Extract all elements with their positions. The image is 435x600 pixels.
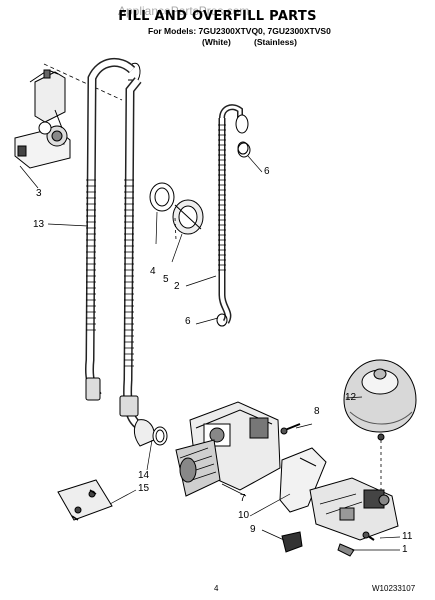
callout-7: 7 <box>240 493 246 504</box>
callout-2: 2 <box>174 281 180 292</box>
part-10-cover <box>279 447 327 513</box>
variant-white: (White) <box>202 37 231 47</box>
part-1-float-switch-bracket <box>309 477 399 541</box>
callout-10: 10 <box>238 510 250 521</box>
variant-stainless: (Stainless) <box>254 37 297 47</box>
callout-11: 11 <box>402 531 413 542</box>
models-line: For Models: 7GU2300XTVQ0, 7GU2300XTVS0 <box>148 26 331 36</box>
part-14-hose-elbow <box>119 77 168 447</box>
callout-6-upper: 6 <box>264 166 270 177</box>
callout-15: 15 <box>138 483 150 494</box>
page-number: 4 <box>214 584 219 593</box>
part-15-plate <box>57 479 113 521</box>
page-title: FILL AND OVERFILL PARTS <box>118 9 317 24</box>
callout-12: 12 <box>345 392 357 403</box>
part-11-screw <box>362 531 375 541</box>
part-3-bracket <box>14 69 71 169</box>
part-4-gasket <box>149 182 175 212</box>
part-7-air-gap-assembly <box>175 401 281 497</box>
callout-9: 9 <box>250 524 256 535</box>
callout-8: 8 <box>314 406 320 417</box>
callout-13: 13 <box>33 219 45 230</box>
callout-3: 3 <box>36 188 42 199</box>
part-13-fill-hose <box>85 58 141 401</box>
watermark-text: AppliancePartsPros.com <box>118 4 250 18</box>
callout-14: 14 <box>138 470 150 481</box>
part-2-vent-hose <box>218 104 249 324</box>
part-6-clamp-lower <box>216 313 228 327</box>
part-9-block <box>281 531 303 553</box>
callout-1: 1 <box>402 544 408 555</box>
document-code: W10233107 <box>372 584 416 593</box>
part-12-float-dome <box>343 359 417 441</box>
callout-5: 5 <box>163 274 169 285</box>
part-6-clamp-upper <box>237 142 251 158</box>
part-5-nut <box>172 199 204 235</box>
callout-4: 4 <box>150 266 156 277</box>
leader-lines <box>19 155 401 551</box>
part-8-screw <box>280 423 301 435</box>
callout-6-lower: 6 <box>185 316 191 327</box>
part-1-clip <box>337 543 355 557</box>
